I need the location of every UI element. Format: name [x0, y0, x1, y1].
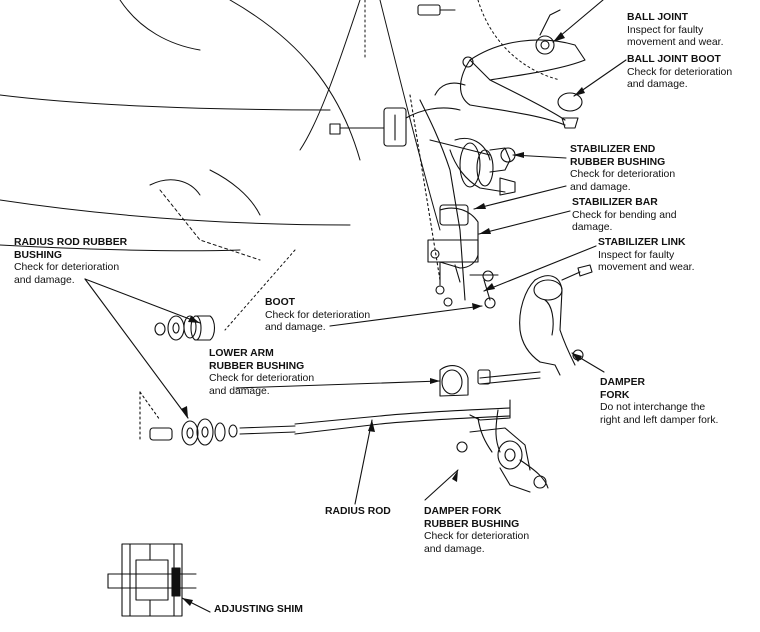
callout-boot: BOOT Check for deterioration and damage.: [265, 297, 370, 335]
ball-joint-boot-title: BALL JOINT BOOT: [627, 54, 721, 65]
radius-rod-bushing-desc: Check for deterioration and damage.: [14, 262, 120, 286]
upper-arm-assembly: [417, 4, 586, 129]
callout-radius-rod: RADIUS ROD: [325, 506, 391, 519]
callout-adjusting-shim: ADJUSTING SHIM: [214, 604, 303, 617]
adjusting-shim-detail: [107, 543, 197, 617]
radius-rod-bushing-title: RADIUS ROD RUBBER BUSHING: [14, 237, 128, 261]
callout-damper-fork-bushing: DAMPER FORK RUBBER BUSHING Check for det…: [424, 506, 529, 556]
boot-title: BOOT: [265, 297, 296, 308]
callout-stabilizer-end-bushing: STABILIZER END RUBBER BUSHING Check for …: [570, 144, 675, 194]
damper-fork: [519, 264, 593, 376]
damper-fork-desc: Do not interchange the right and left da…: [600, 402, 719, 426]
callout-radius-rod-bushing: RADIUS ROD RUBBER BUSHING Check for dete…: [14, 237, 127, 287]
callout-damper-fork: DAMPER FORK Do not interchange the right…: [600, 377, 718, 427]
callout-ball-joint: BALL JOINT Inspect for faulty movement a…: [627, 12, 723, 50]
knuckle-and-axle: [329, 82, 516, 301]
callout-lower-arm-bushing: LOWER ARM RUBBER BUSHING Check for deter…: [209, 348, 314, 398]
adjusting-shim-title: ADJUSTING SHIM: [214, 604, 303, 615]
ball-joint-title: BALL JOINT: [627, 12, 688, 23]
stabilizer-end-bushing-desc: Check for deterioration and damage.: [570, 169, 676, 193]
ball-joint-desc: Inspect for faulty movement and wear.: [627, 24, 724, 49]
damper-fork-bushing-desc: Check for deterioration and damage.: [424, 531, 530, 555]
stabilizer-bar-title: STABILIZER BAR: [572, 197, 658, 208]
stabilizer-bar-desc: Check for bending and damage.: [572, 209, 677, 234]
boot-desc: Check for deterioration and damage.: [265, 309, 371, 334]
stabilizer-link-desc: Inspect for faulty movement and wear.: [598, 249, 695, 274]
stabilizer-bar: [427, 204, 479, 295]
damper-fork-bushing-title: DAMPER FORK RUBBER BUSHING: [424, 506, 520, 530]
arrow-heads: [181, 32, 585, 606]
callout-ball-joint-boot: BALL JOINT BOOT Check for deterioration …: [627, 54, 732, 92]
callout-stabilizer-link: STABILIZER LINK Inspect for faulty movem…: [598, 237, 694, 275]
lower-arm-bushing-desc: Check for deterioration and damage.: [209, 373, 315, 397]
lower-arm-bushing: [439, 365, 541, 397]
stabilizer-end-bushing-title: STABILIZER END RUBBER BUSHING: [570, 144, 666, 168]
damper-fork-title: DAMPER FORK: [600, 377, 646, 401]
radius-rod-title: RADIUS ROD: [325, 506, 391, 517]
body-panel-outline: [0, 0, 561, 331]
lower-arm-bushing-title: LOWER ARM RUBBER BUSHING: [209, 348, 305, 372]
ball-joint-boot-desc: Check for deterioration and damage.: [627, 66, 733, 91]
stabilizer-link-title: STABILIZER LINK: [598, 237, 686, 248]
radius-rod-assembly: [139, 391, 549, 493]
callout-stabilizer-bar: STABILIZER BAR Check for bending and dam…: [572, 197, 677, 235]
radius-rod-bushing-parts-upper: [154, 315, 216, 341]
